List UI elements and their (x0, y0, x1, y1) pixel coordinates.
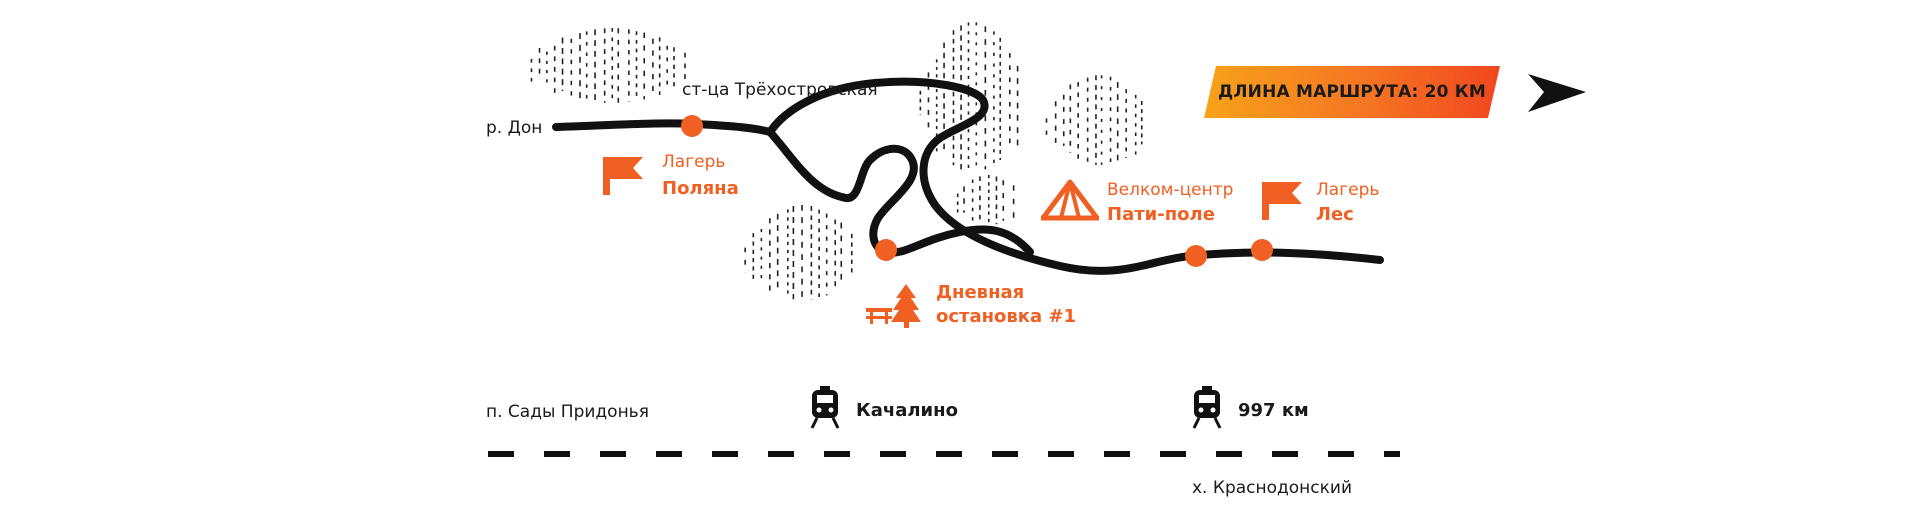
station-kachalino[interactable]: Качалино (856, 400, 958, 421)
picnic-tree-icon (866, 284, 921, 328)
route-point-day-stop[interactable] (875, 239, 897, 261)
flag-icon (1262, 182, 1302, 220)
day-stop-line2: остановка #1 (936, 306, 1077, 327)
camp-polyana-line2: Поляна (662, 178, 739, 199)
river-route-line (552, 77, 1384, 275)
route-point-camp-polyana[interactable] (681, 115, 703, 137)
forest-area (530, 28, 686, 103)
camp-polyana-line1: Лагерь (662, 152, 726, 172)
train-icon (1192, 386, 1222, 429)
route-point-camp-les[interactable] (1251, 239, 1273, 261)
route-point-welcome[interactable] (1185, 245, 1207, 267)
place-label-krasnodonsky: х. Краснодонский (1192, 478, 1352, 498)
day-stop-line1: Дневная (936, 282, 1025, 303)
place-label-stanitsa: ст-ца Трёхостровская (682, 80, 878, 100)
train-icon (810, 386, 840, 429)
river-label: р. Дон (486, 118, 543, 138)
forest-area (956, 175, 1015, 225)
river-loop-line (766, 128, 1034, 257)
tent-icon (1041, 179, 1099, 221)
camp-les-line2: Лес (1316, 204, 1354, 225)
route-length-badge: ДЛИНА МАРШРУТА: 20 КМ (1204, 66, 1500, 118)
station-997km[interactable]: 997 км (1238, 400, 1309, 421)
place-label-sady: п. Сады Придонья (486, 402, 649, 422)
welcome-line2: Пати-поле (1107, 204, 1215, 225)
arrow-right-icon (1528, 74, 1586, 112)
camp-les-line1: Лагерь (1316, 180, 1380, 200)
welcome-line1: Велком-центр (1107, 180, 1234, 200)
flag-icon (603, 157, 643, 195)
forest-area (1045, 75, 1143, 165)
forest-area (919, 22, 1019, 172)
forest-area (744, 205, 853, 300)
